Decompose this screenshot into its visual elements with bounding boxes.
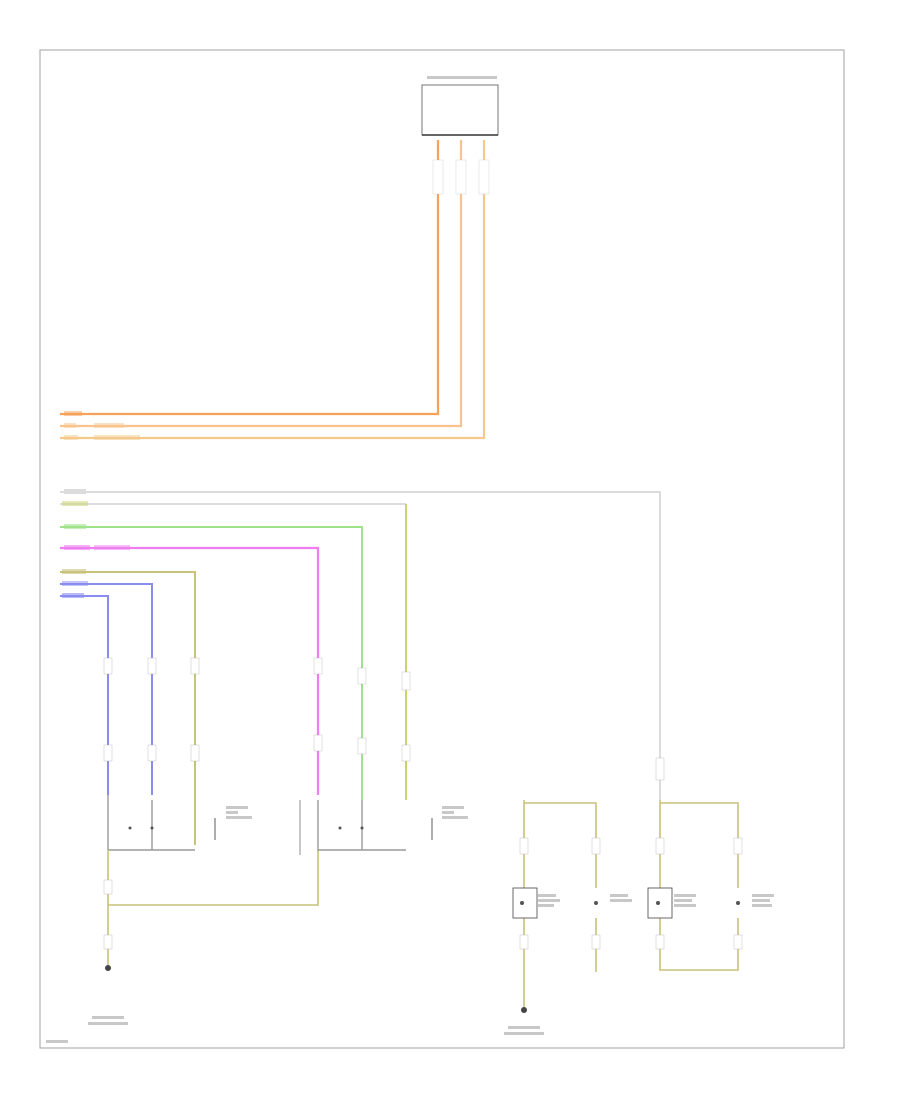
lamp-box-3: [647, 887, 673, 919]
lamp-box-2: [594, 901, 598, 905]
lamp-box-4: [736, 901, 740, 905]
left-lamp-group: [107, 795, 406, 965]
label-blocks: [46, 76, 774, 1043]
wire-tan-3: [60, 140, 486, 440]
wire-id-tags-top: [432, 159, 490, 195]
ground-left: [105, 965, 111, 971]
ground-right: [521, 1007, 527, 1013]
control-module: [421, 84, 499, 136]
wire-white-long: [60, 491, 661, 800]
wire-orange-1: [60, 140, 440, 416]
wire-magenta: [60, 546, 320, 795]
lamp-right-1: [338, 818, 433, 840]
connector-marks: [103, 657, 743, 950]
right-lamp-group: [523, 800, 739, 1008]
wire-orange-2: [60, 140, 463, 428]
wire-olive: [60, 571, 196, 845]
lamp-box-1: [512, 887, 538, 919]
left-wire-label-marks: [62, 411, 140, 598]
lamp-left-1: [128, 818, 216, 840]
wire-green: [60, 526, 363, 800]
wire-blue-2: [60, 595, 109, 795]
diagram-frame: [39, 49, 845, 1049]
wire-blue-1: [60, 583, 153, 795]
